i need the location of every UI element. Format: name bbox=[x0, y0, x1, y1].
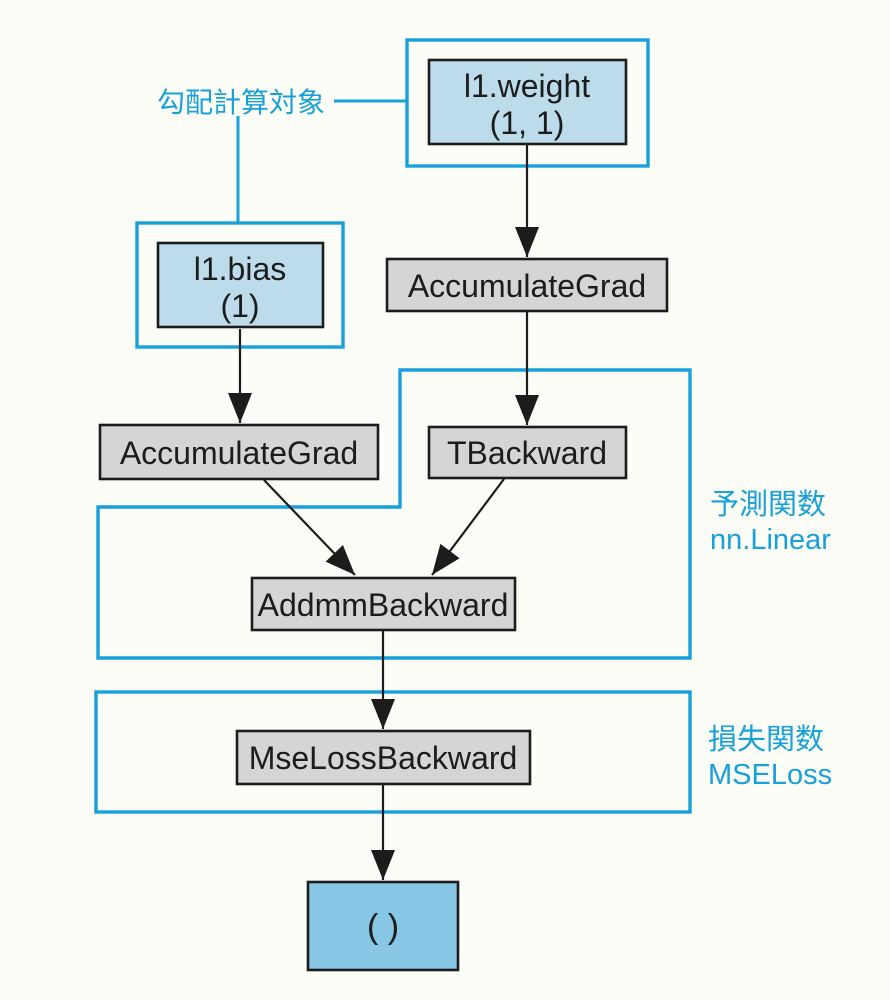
node-addmmbackward-label: AddmmBackward bbox=[258, 587, 509, 623]
node-output-tensor bbox=[306, 880, 460, 972]
linear-group-outline bbox=[96, 368, 692, 660]
node-l1-weight-shape: (1, 1) bbox=[490, 105, 565, 141]
loss-group-outline bbox=[94, 690, 692, 814]
node-l1-bias-name: l1.bias bbox=[194, 251, 287, 287]
node-accumulategrad-bias-label: AccumulateGrad bbox=[120, 435, 358, 471]
node-accumulategrad-weight-label: AccumulateGrad bbox=[408, 268, 646, 304]
node-mselossbackward bbox=[235, 729, 532, 786]
node-accumulategrad-bias bbox=[98, 423, 380, 481]
node-tbackward bbox=[427, 425, 628, 480]
node-l1-weight-name: l1.weight bbox=[464, 68, 590, 104]
node-accumulategrad-weight bbox=[385, 257, 669, 313]
node-tbackward-label: TBackward bbox=[447, 435, 607, 471]
node-output-tensor-label: ( ) bbox=[367, 908, 399, 946]
node-addmmbackward bbox=[250, 576, 517, 632]
linear-group-label-jp: 予測関数 bbox=[710, 488, 826, 521]
linear-group-label-en: nn.Linear bbox=[710, 524, 831, 556]
node-l1-weight bbox=[427, 58, 628, 146]
node-mselossbackward-label: MseLossBackward bbox=[249, 740, 518, 776]
loss-group-label-en: MSELoss bbox=[708, 759, 832, 791]
node-l1-bias-shape: (1) bbox=[220, 288, 259, 324]
gradient-target-label: 勾配計算対象 bbox=[157, 87, 325, 118]
loss-group-label-jp: 損失関数 bbox=[708, 723, 824, 756]
edge-tbackward-to-addmm bbox=[431, 478, 505, 576]
node-l1-bias bbox=[156, 241, 325, 329]
edge-accumulategrad-to-addmm bbox=[263, 479, 356, 576]
